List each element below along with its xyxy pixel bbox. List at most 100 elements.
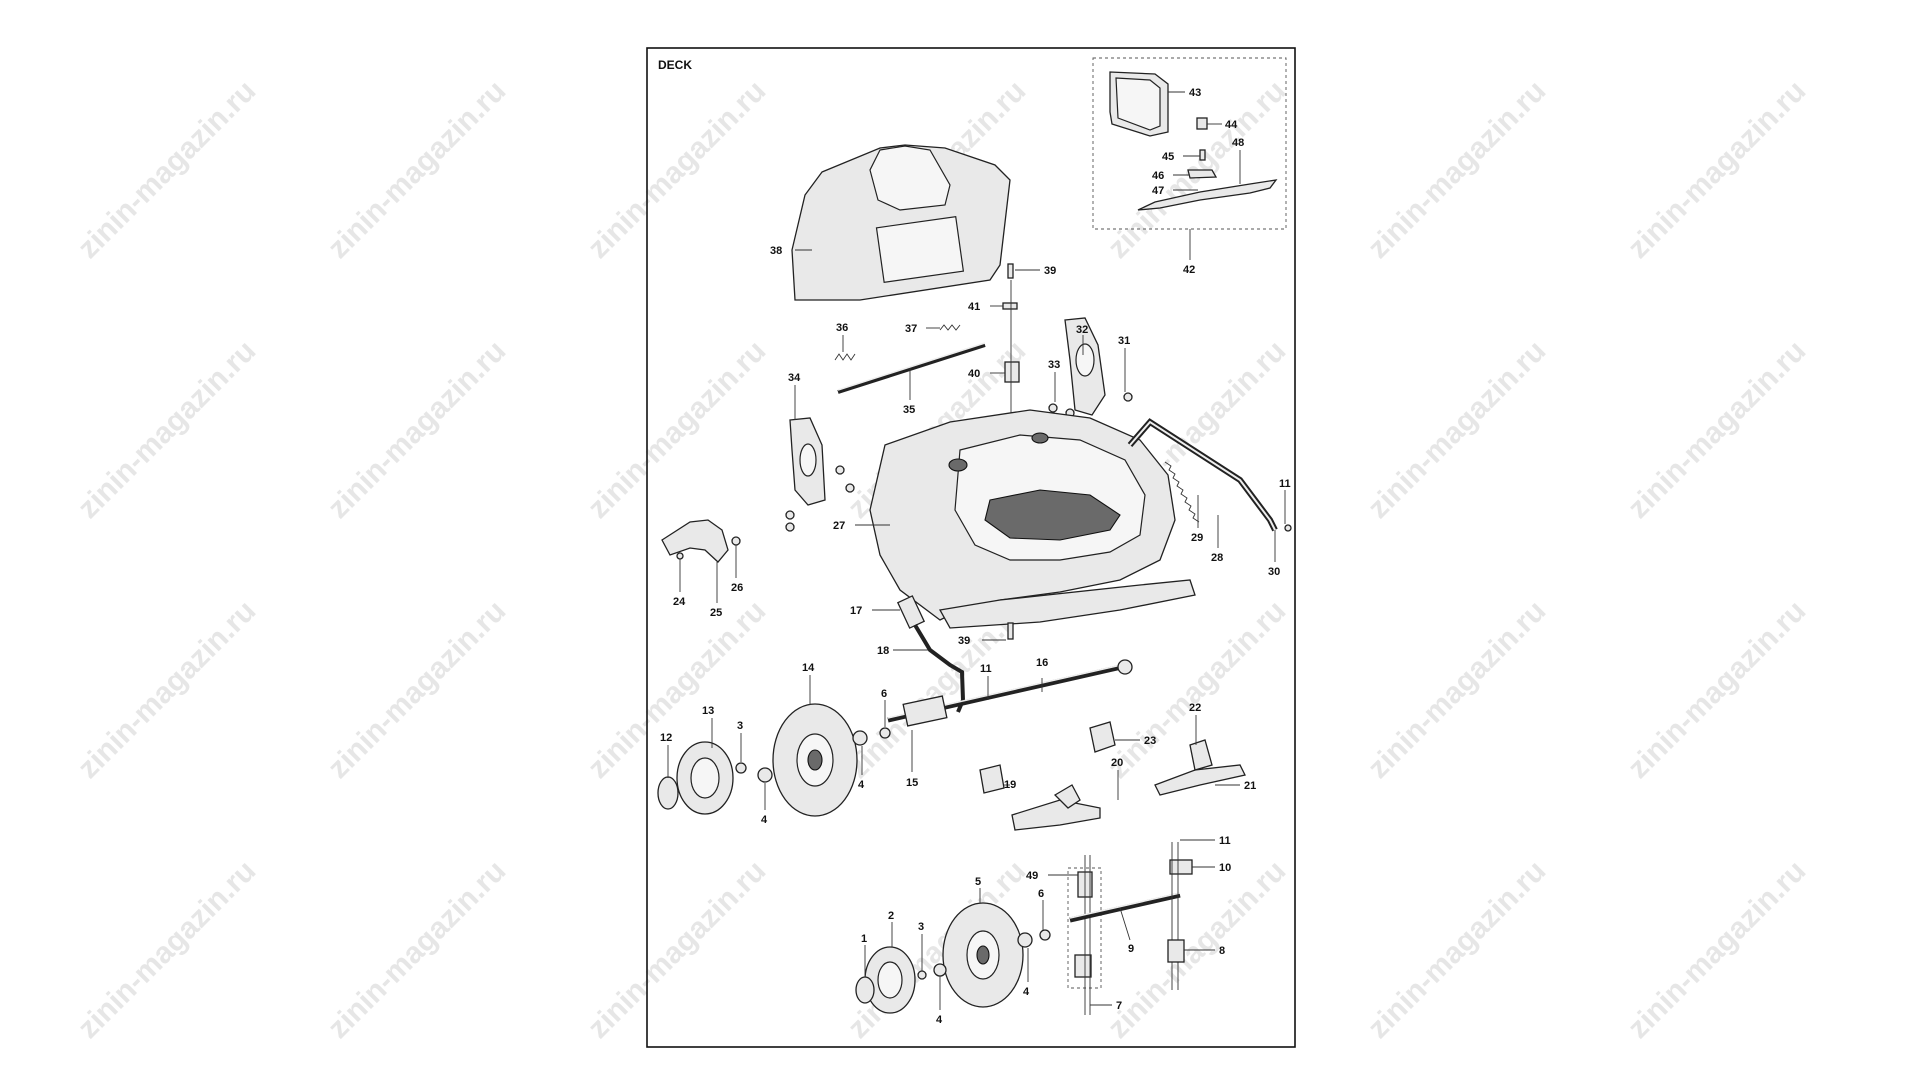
- label-39b: 39: [958, 635, 970, 647]
- watermark-text: zinin-magazin.ru: [1622, 594, 1813, 785]
- label-40: 40: [968, 368, 980, 380]
- label-41: 41: [968, 301, 980, 313]
- label-15: 15: [906, 777, 918, 789]
- label-45: 45: [1162, 151, 1174, 163]
- bearing-4b: [852, 730, 868, 746]
- blade-adapter-shape: [1187, 169, 1218, 179]
- leader-9: [1119, 907, 1131, 941]
- label-7: 7: [1116, 1000, 1122, 1012]
- height-plate-group: [661, 519, 741, 603]
- bracket-20-tab: [1053, 784, 1081, 809]
- rear-bar-inner: [1129, 420, 1276, 531]
- label-3a: 3: [737, 720, 743, 732]
- nut-left-b: [845, 483, 855, 493]
- label-22: 22: [1189, 702, 1201, 714]
- blade-kit-box: [1092, 57, 1287, 230]
- washer-41: [1002, 302, 1018, 310]
- front-wheel-cover-inner: [877, 961, 903, 999]
- clip-shape: [1196, 117, 1208, 130]
- axle-end-right: [1117, 659, 1133, 675]
- nut-24: [676, 552, 684, 560]
- front-bracket-10: [1169, 859, 1193, 875]
- spring-29-shape: [1164, 461, 1200, 523]
- label-19: 19: [1004, 779, 1016, 791]
- label-14: 14: [802, 662, 815, 674]
- front-bracket-dashed-box: [1067, 867, 1102, 989]
- label-25: 25: [710, 607, 722, 619]
- label-30: 30: [1268, 566, 1280, 578]
- label-6a: 6: [881, 688, 887, 700]
- label-5: 5: [975, 876, 981, 888]
- front-bracket-lower: [1074, 954, 1092, 978]
- watermark-text: zinin-magazin.ru: [1622, 854, 1813, 1045]
- bracket-21: [1154, 764, 1246, 796]
- nut-31: [1123, 392, 1133, 402]
- label-39a: 39: [1044, 265, 1056, 277]
- watermark-text: zinin-magazin.ru: [1362, 334, 1553, 525]
- watermark-text: zinin-magazin.ru: [1362, 74, 1553, 265]
- lever-left-knob: [799, 443, 817, 477]
- front-bracket-8: [1167, 939, 1185, 963]
- label-20: 20: [1111, 757, 1123, 769]
- watermark-text: zinin-magazin.ru: [72, 854, 263, 1045]
- washer-6b: [1039, 929, 1051, 941]
- label-4b: 4: [858, 779, 865, 791]
- watermark-text: zinin-magazin.ru: [322, 854, 513, 1045]
- bearing-4a: [757, 767, 773, 783]
- washer-3b: [917, 970, 927, 980]
- bushing-group: [979, 715, 1246, 831]
- watermark-text: zinin-magazin.ru: [1362, 594, 1553, 785]
- spacer-40: [1004, 361, 1020, 383]
- label-49: 49: [1026, 870, 1038, 882]
- bracket-22-tab: [1189, 739, 1213, 771]
- label-3b: 3: [918, 921, 924, 933]
- label-34: 34: [788, 372, 801, 384]
- label-16: 16: [1036, 657, 1048, 669]
- rear-wheel-group: [657, 675, 891, 817]
- top-cover-handle-recess: [869, 145, 951, 211]
- front-axle-9-hl: [1069, 892, 1181, 919]
- label-11a: 11: [1279, 478, 1291, 490]
- label-4c: 4: [936, 1014, 943, 1026]
- watermark-text: zinin-magazin.ru: [582, 74, 773, 265]
- nut-left-c: [785, 510, 795, 520]
- watermark-text: zinin-magazin.ru: [72, 74, 263, 265]
- front-rod-group: [834, 324, 986, 400]
- rear-wheel-center: [807, 749, 823, 771]
- label-9: 9: [1128, 943, 1134, 955]
- rear-axle-group: [887, 659, 1133, 772]
- nut-left-d: [785, 522, 795, 532]
- spring-37-shape: [939, 324, 961, 331]
- watermark-text: zinin-magazin.ru: [1622, 334, 1813, 525]
- label-12: 12: [660, 732, 672, 744]
- label-31: 31: [1118, 335, 1130, 347]
- label-4a: 4: [761, 814, 768, 826]
- callout-labels: 1 2 3 4 5 6 4 7 8 9 10 11 49 12 13 3 4 1…: [660, 87, 1291, 1026]
- deck-hole-right: [1031, 432, 1049, 444]
- watermark-text: zinin-magazin.ru: [322, 334, 513, 525]
- diagram-frame: [646, 47, 1296, 1048]
- lever-right-knob: [1075, 343, 1095, 377]
- watermark-text: zinin-magazin.ru: [322, 594, 513, 785]
- label-37: 37: [905, 323, 917, 335]
- front-hub-cap-1: [855, 976, 875, 1004]
- label-6b: 6: [1038, 888, 1044, 900]
- rear-hub-cap-12: [657, 776, 679, 810]
- front-axle-group: [855, 839, 1215, 1015]
- blade-shape: [1137, 179, 1278, 211]
- top-cover-group: [791, 144, 1011, 301]
- label-4d: 4: [1023, 986, 1030, 998]
- rod-shape: [837, 343, 986, 394]
- label-24: 24: [673, 596, 686, 608]
- deck-chute-opening: [984, 489, 1121, 541]
- label-21: 21: [1244, 780, 1256, 792]
- spring-36-shape: [834, 353, 856, 361]
- label-17: 17: [850, 605, 862, 617]
- label-33: 33: [1048, 359, 1060, 371]
- nut-26: [731, 536, 741, 546]
- rear-wheel-cover-inner: [690, 757, 720, 799]
- nut-33a: [1048, 403, 1058, 413]
- nut-11-rear: [1284, 524, 1292, 532]
